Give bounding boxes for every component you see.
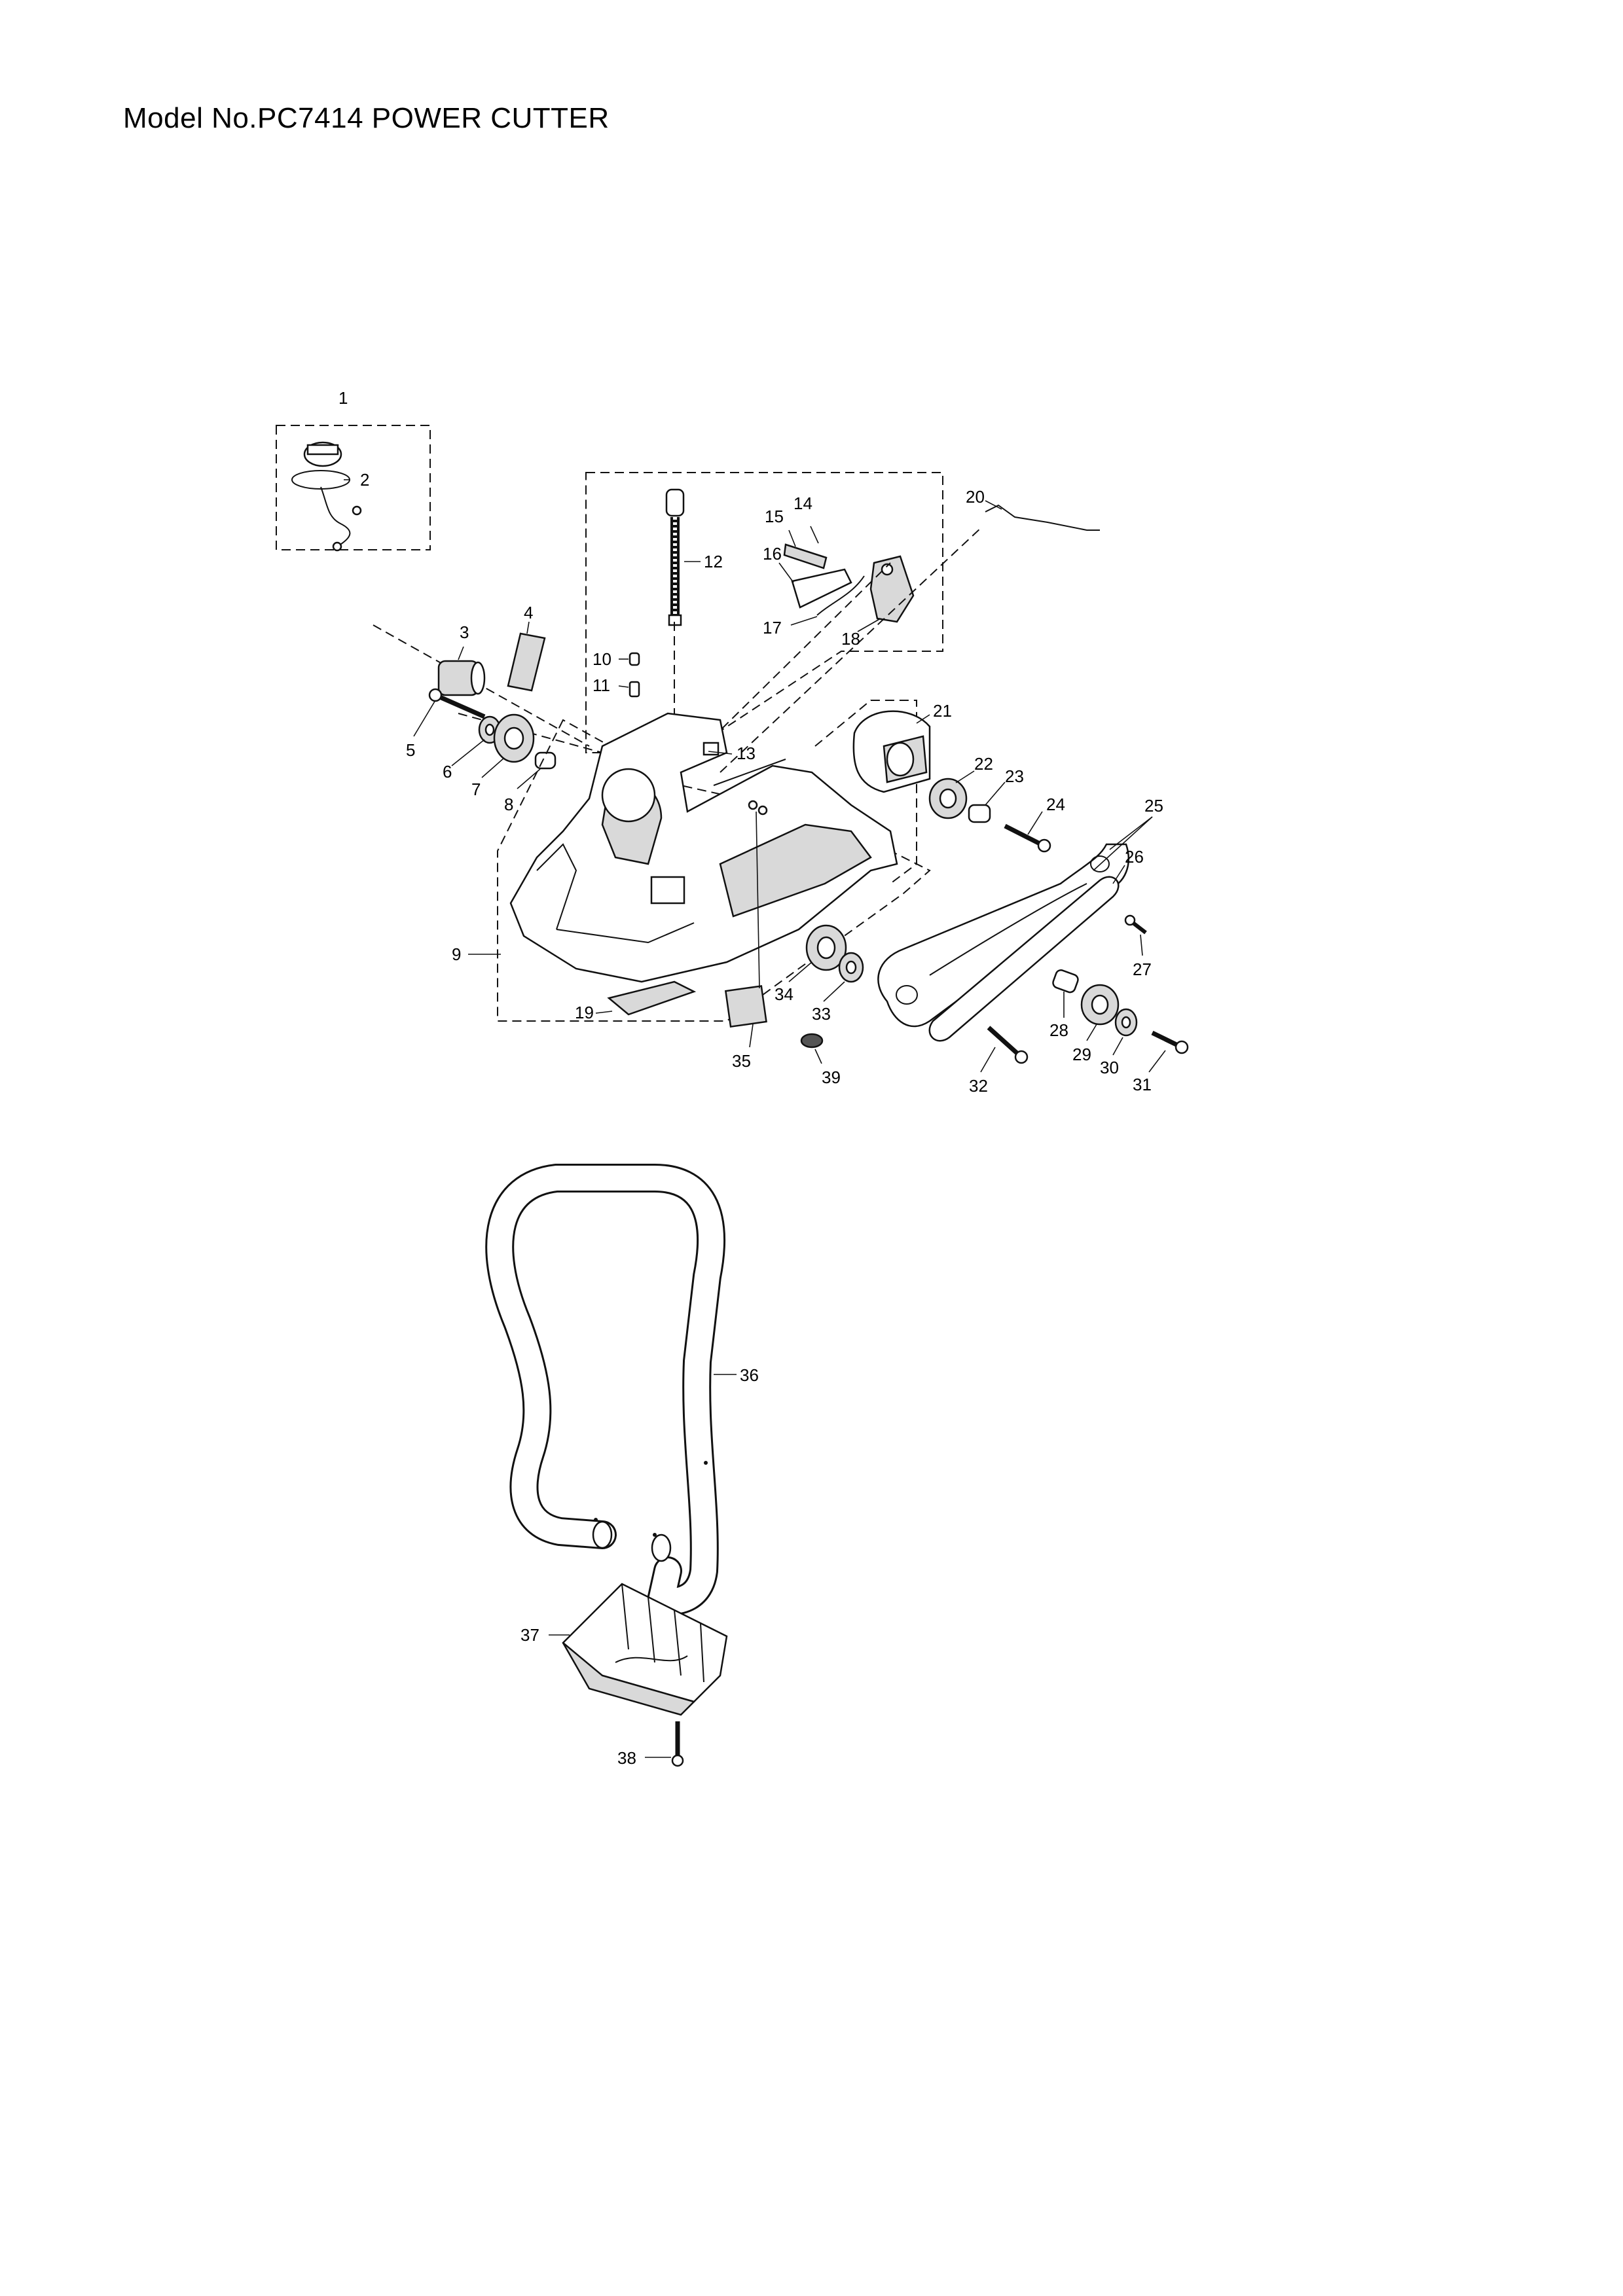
plug-part-10 [629,652,640,666]
callout-6: 6 [443,762,452,781]
callout-1: 1 [338,388,348,408]
callout-11: 11 [593,675,610,695]
callout-18: 18 [841,629,860,649]
group-box-fuel-cap [276,425,431,550]
callout-19: 19 [575,1003,594,1022]
callout-10: 10 [593,649,611,669]
callout-26: 26 [1125,847,1144,867]
left-lower-damper-parts [805,924,864,983]
callout-37: 37 [520,1625,539,1645]
callout-36: 36 [740,1365,759,1385]
callout-31: 31 [1133,1075,1152,1094]
callout-28: 28 [1049,1020,1068,1040]
callout-7: 7 [471,780,481,799]
callout-39: 39 [822,1067,841,1087]
bolt-part-32 [987,1026,1029,1064]
callout-30: 30 [1100,1058,1119,1077]
callout-8: 8 [504,795,513,814]
callout-17: 17 [763,618,782,637]
callout-22: 22 [974,754,993,774]
group-box-upper-assembly [585,472,943,753]
filter-cap-part [437,660,486,696]
plug-part-11 [629,681,640,698]
callout-34: 34 [775,984,793,1004]
callout-2: 2 [360,470,369,490]
main-housing-part [509,712,898,983]
callout-24: 24 [1046,795,1065,814]
left-mount-parts [428,688,556,770]
callout-5: 5 [406,740,415,760]
callout-4: 4 [524,603,533,622]
callout-13: 13 [737,744,756,763]
small-part-39 [800,1033,824,1049]
guard-part [562,1583,728,1716]
trigger-parts [783,543,915,623]
callout-25: 25 [1144,796,1163,816]
callout-32: 32 [969,1076,988,1096]
screw-part-27 [1124,914,1147,935]
lower-right-mount-parts [1052,969,1189,1054]
callout-21: 21 [933,701,952,721]
callout-38: 38 [617,1748,636,1768]
group-box-right-mount [814,700,917,884]
callout-14: 14 [793,493,812,513]
bottom-sticker-part [607,980,697,1016]
callout-33: 33 [812,1004,831,1024]
callout-27: 27 [1133,960,1152,979]
screw-part-38 [671,1721,684,1767]
mount-plate-part [928,876,1120,1042]
label-sticker-part [507,632,546,692]
callout-20: 20 [966,487,985,507]
right-damper-parts [928,778,1051,853]
callout-15: 15 [765,507,784,526]
callout-29: 29 [1072,1045,1091,1064]
fuel-cap-part [291,441,362,552]
callout-23: 23 [1005,766,1024,786]
handle-bar-part [485,1164,726,1616]
callout-35: 35 [732,1051,751,1071]
label-part-35 [724,985,767,1028]
callout-9: 9 [452,944,461,964]
wire-rod-part [985,504,1100,531]
callout-12: 12 [704,552,723,571]
callout-16: 16 [763,544,782,564]
page-title: Model No.PC7414 POWER CUTTER [123,102,610,134]
damper-holder-part [852,710,931,793]
mount-arm-part [877,843,1129,1028]
callout-3: 3 [460,622,469,642]
long-bolt-part [665,488,685,626]
